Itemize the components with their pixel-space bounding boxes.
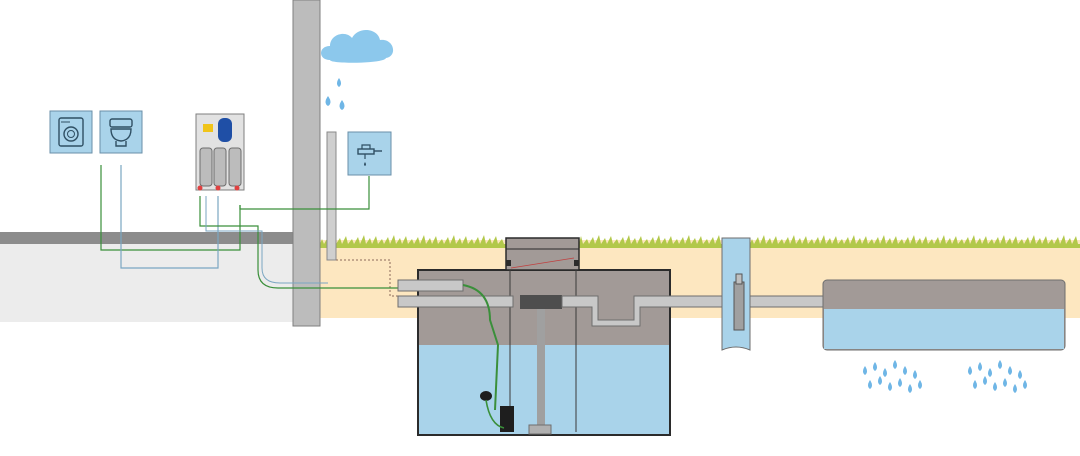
washing-machine-icon	[49, 110, 93, 154]
faucet-icon	[347, 131, 392, 176]
water-drop	[903, 366, 907, 375]
downpipe-connection	[336, 259, 398, 297]
downpipe	[326, 131, 337, 261]
water-drop	[918, 380, 922, 389]
house-floor	[0, 232, 300, 322]
water-drop	[998, 360, 1002, 369]
water-drop	[868, 380, 872, 389]
supply-lines	[100, 165, 400, 289]
grass-strip	[320, 235, 1080, 248]
water-drop	[978, 362, 982, 371]
infiltration-drops-icon	[863, 360, 1027, 393]
water-drop	[913, 370, 917, 379]
underground-tank	[397, 237, 726, 436]
water-drop	[983, 376, 987, 385]
overflow-inspection-shaft	[721, 237, 825, 351]
toilet-icon	[99, 110, 143, 154]
water-drop	[993, 382, 997, 391]
water-drop	[1008, 366, 1012, 375]
water-drop	[873, 362, 877, 371]
water-drop	[878, 376, 882, 385]
water-drop	[893, 360, 897, 369]
submersible-pump	[462, 284, 514, 432]
control-unit	[195, 113, 245, 191]
house-wall	[292, 0, 321, 327]
rain-drops-icon	[325, 78, 345, 110]
water-drop	[968, 366, 972, 375]
water-drop	[883, 368, 887, 377]
water-drop	[1018, 370, 1022, 379]
water-drop	[973, 380, 977, 389]
water-drop	[1003, 378, 1007, 387]
water-drop	[908, 384, 912, 393]
water-drop	[888, 382, 892, 391]
water-drop	[863, 366, 867, 375]
water-drop	[1013, 384, 1017, 393]
water-drop	[988, 368, 992, 377]
water-drop	[1023, 380, 1027, 389]
cloud-icon	[321, 29, 394, 63]
infiltration-tank	[822, 279, 1066, 351]
water-drop	[898, 378, 902, 387]
